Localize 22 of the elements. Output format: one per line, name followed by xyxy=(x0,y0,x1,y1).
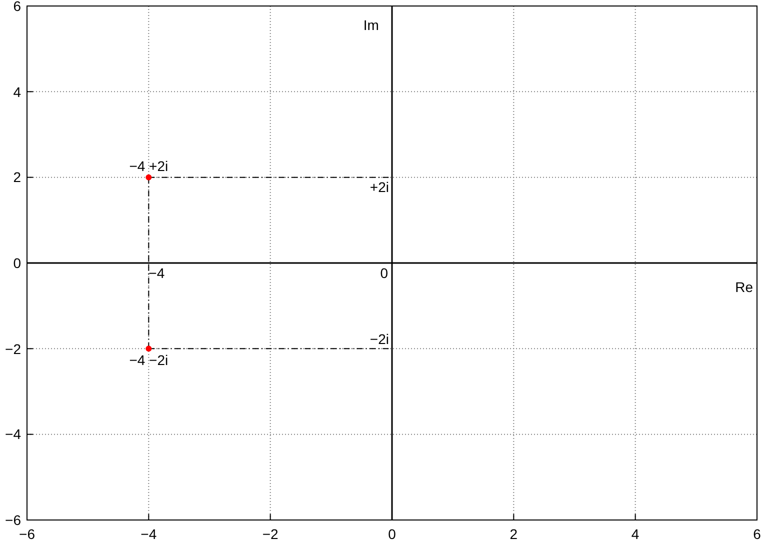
tick-label: −6 xyxy=(5,512,21,528)
point-label: −4 −2i xyxy=(129,352,168,368)
tick-label: 6 xyxy=(753,526,761,542)
point-label: −4 +2i xyxy=(129,158,168,174)
tick-label: −4 xyxy=(5,426,21,442)
axis-annotation: −2i xyxy=(370,330,389,347)
tick-label: −4 xyxy=(140,526,157,542)
tick-label: 2 xyxy=(510,526,518,542)
tick-label: −6 xyxy=(19,526,35,542)
tick-label: −2 xyxy=(262,526,278,542)
tick-label: 4 xyxy=(13,84,21,100)
tick-label: 2 xyxy=(13,169,21,186)
axis-annotation: Re xyxy=(735,279,753,295)
tick-label: 6 xyxy=(13,0,21,14)
axis-annotation: −4 xyxy=(148,265,165,281)
tick-label: 4 xyxy=(631,526,640,542)
axis-annotation: +2i xyxy=(370,179,389,196)
axis-annotation: Im xyxy=(363,16,379,33)
tick-label: −2 xyxy=(5,340,21,357)
axis-annotation: 0 xyxy=(380,265,388,281)
tick-label: 0 xyxy=(388,526,396,542)
tick-label: 0 xyxy=(13,255,21,271)
